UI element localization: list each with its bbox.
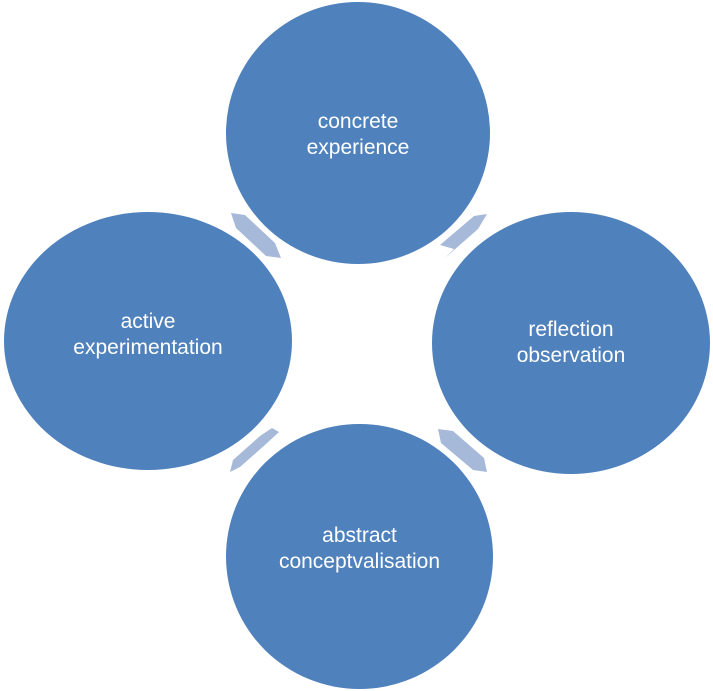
node-reflection-observation: reflection observation	[432, 212, 710, 474]
node-label: concrete experience	[307, 109, 410, 161]
node-label: abstract conceptvalisation	[279, 523, 440, 575]
node-label-line: experience	[306, 136, 410, 159]
node-label: active experimentation	[73, 309, 222, 361]
node-label-line: active	[120, 310, 176, 333]
node-label: reflection observation	[517, 317, 626, 369]
node-abstract-conceptvalisation: abstract conceptvalisation	[226, 424, 493, 689]
node-label-line: conceptvalisation	[278, 549, 441, 573]
node-label-line: abstract	[322, 523, 397, 547]
node-label-line: observation	[516, 344, 626, 367]
node-active-experimentation: active experimentation	[4, 212, 292, 470]
node-label-line: reflection	[528, 318, 614, 341]
node-label-line: concrete	[317, 110, 399, 133]
node-label-line: experimentation	[73, 336, 223, 359]
node-concrete-experience: concrete experience	[226, 2, 490, 264]
